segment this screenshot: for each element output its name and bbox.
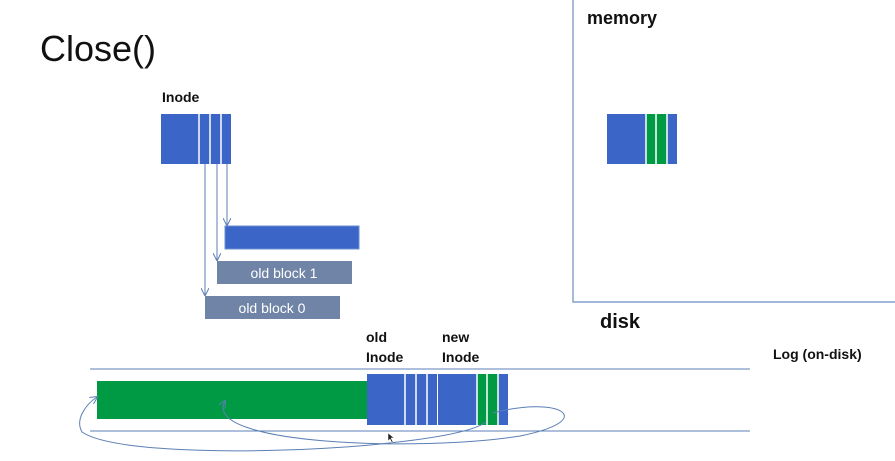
mouse-cursor-icon	[387, 432, 395, 444]
old-inode-label: old Inode	[366, 329, 404, 365]
slide-title: Close()	[40, 28, 157, 69]
new-data-block	[224, 225, 360, 250]
new-inode-label: new Inode	[442, 329, 480, 365]
old-block-1: old block 1	[217, 261, 352, 284]
log-pointer-arrows	[79, 397, 565, 452]
memory-region-border	[572, 0, 895, 303]
inode-block	[161, 114, 231, 164]
log-data-block	[97, 381, 367, 419]
disk-label: disk	[600, 311, 641, 333]
log-label: Log (on-disk)	[773, 346, 862, 362]
log-new-inode	[438, 374, 508, 425]
old-block-1-label: old block 1	[251, 265, 318, 281]
memory-inode	[607, 114, 677, 164]
inode-label: Inode	[162, 89, 200, 105]
old-block-0-label: old block 0	[239, 300, 306, 316]
memory-label: memory	[587, 8, 658, 28]
inode-pointers	[205, 164, 227, 295]
old-block-0: old block 0	[205, 296, 340, 319]
log-old-inode	[367, 374, 437, 425]
